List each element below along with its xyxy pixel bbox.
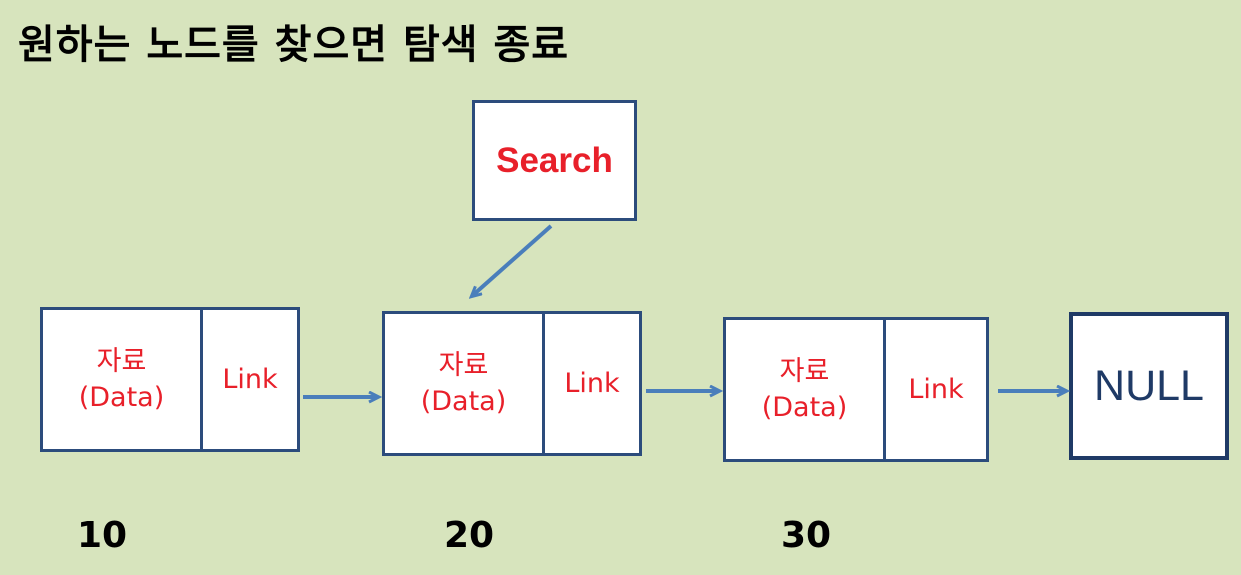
node-data-sublabel: (Data) (78, 381, 165, 413)
node-data-label: 자료 (779, 355, 830, 387)
node-data-field: 자료 (Data) (385, 314, 545, 453)
node-data-sublabel: (Data) (420, 385, 507, 417)
list-node-2: 자료 (Data) Link (382, 311, 642, 456)
node-data-label: 자료 (438, 349, 489, 381)
node-link-field: Link (908, 374, 964, 405)
search-pointer-arrow (472, 224, 553, 296)
list-node-3: 자료 (Data) Link (723, 317, 989, 462)
node-value-3: 30 (781, 515, 832, 556)
node-value-1: 10 (77, 515, 128, 556)
node-data-sublabel: (Data) (761, 391, 848, 423)
node-link-field: Link (564, 368, 620, 399)
null-node: NULL (1069, 312, 1229, 460)
node-value-2: 20 (444, 515, 495, 556)
node-data-label: 자료 (96, 345, 147, 377)
null-label: NULL (1094, 361, 1204, 410)
search-box: Search (472, 100, 637, 221)
node-data-field: 자료 (Data) (43, 310, 203, 449)
node-link-field: Link (222, 364, 278, 395)
page-title: 원하는 노드를 찾으면 탐색 종료 (18, 22, 570, 68)
list-node-1: 자료 (Data) Link (40, 307, 300, 452)
search-label: Search (496, 140, 613, 180)
node-data-field: 자료 (Data) (726, 320, 886, 459)
